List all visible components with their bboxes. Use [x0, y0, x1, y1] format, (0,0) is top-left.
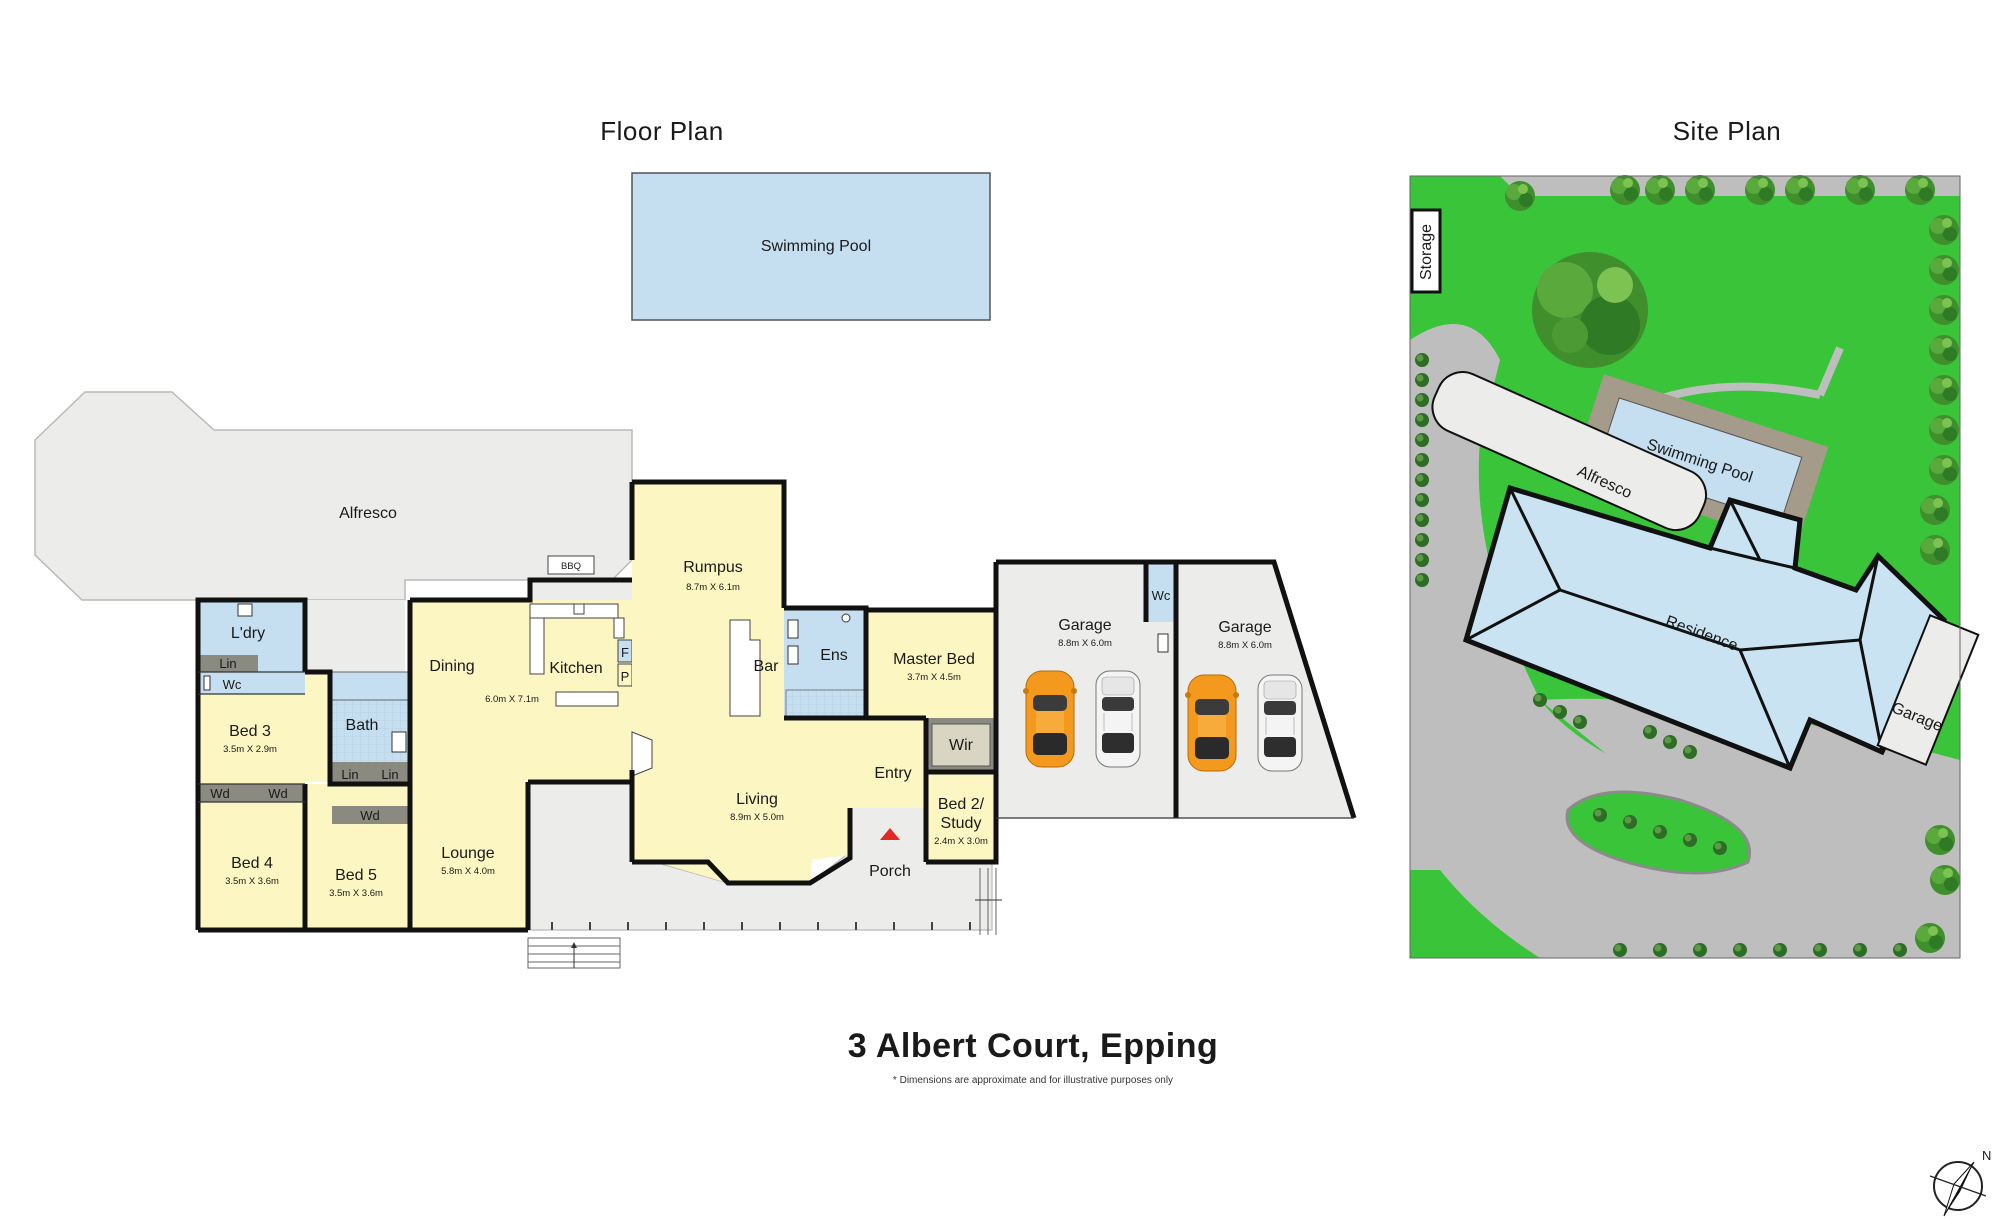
bed-3: Bed 3 3.5m X 2.9m [198, 694, 305, 784]
rumpus-label: Rumpus [683, 559, 743, 576]
walk-in-robe: Wir [926, 718, 996, 772]
car-white-icon-2 [1257, 674, 1303, 772]
site-plan-title: Site Plan [1673, 116, 1782, 146]
master-bed-label: Master Bed [893, 651, 975, 668]
wir-label: Wir [949, 737, 974, 754]
bed5-dims: 3.5m X 3.6m [329, 888, 383, 899]
lounge-dims: 5.8m X 4.0m [441, 866, 495, 877]
fridge-label: F [621, 645, 629, 660]
swimming-pool-label: Swimming Pool [761, 238, 871, 255]
porch-label: Porch [869, 863, 911, 880]
floor-plan-title: Floor Plan [600, 116, 724, 146]
ensuite: Ens [784, 608, 867, 718]
compass-icon: N [1929, 1148, 1991, 1217]
dining-label: Dining [429, 658, 474, 675]
living: Living 8.9m X 5.0m [631, 718, 860, 883]
compass-north-label: N [1982, 1148, 1991, 1163]
laundry-linen-label: Lin [219, 656, 236, 671]
bed2-dims: 2.4m X 3.0m [934, 836, 988, 847]
site-driveway [1410, 324, 1960, 958]
rumpus: Rumpus 8.7m X 6.1m Bar [632, 482, 784, 718]
garage1-dims: 8.8m X 6.0m [1058, 638, 1112, 649]
wardrobe-1-label: Wd [210, 786, 230, 801]
garage2-label: Garage [1218, 619, 1271, 636]
car-orange-icon [1022, 670, 1078, 768]
entry-label: Entry [874, 765, 911, 782]
living-label: Living [736, 791, 778, 808]
bath-linen-1-label: Lin [341, 767, 358, 782]
bed5-label: Bed 5 [335, 867, 377, 884]
porch: Porch [850, 808, 930, 883]
bar-label: Bar [754, 658, 780, 675]
dining-kitchen-lounge: Dining 6.0m X 7.1m Kitchen Lounge 5.8m X… [410, 580, 633, 930]
bed2-label-line1: Bed 2/ [938, 796, 985, 813]
floor-swimming-pool: Swimming Pool [631, 172, 991, 321]
dimensions-disclaimer: * Dimensions are approximate and for ill… [893, 1075, 1173, 1086]
garage-2: Garage 8.8m X 6.0m [1176, 562, 1354, 818]
bed2-label-line2: Study [941, 815, 982, 832]
bath-label: Bath [346, 717, 379, 734]
wc-left-label: Wc [223, 677, 242, 692]
bed3-dims: 3.5m X 2.9m [223, 744, 277, 755]
alfresco-label: Alfresco [339, 505, 397, 522]
garage2-dims: 8.8m X 6.0m [1218, 640, 1272, 651]
floor-walls [195, 479, 1357, 933]
alfresco-area: Alfresco [34, 391, 633, 601]
car-white-icon [1095, 670, 1141, 768]
wc-left: Wc [198, 672, 305, 694]
property-address: 3 Albert Court, Epping [848, 1027, 1219, 1065]
entry: Entry [860, 718, 926, 808]
bed-5: Wd Bed 5 3.5m X 3.6m [305, 784, 410, 930]
bath-linen-2-label: Lin [381, 767, 398, 782]
car-orange-icon-2 [1184, 674, 1240, 772]
ensuite-label: Ens [820, 647, 848, 664]
pantry-label: P [621, 669, 630, 684]
laundry-label: L'dry [231, 625, 265, 642]
lounge-label: Lounge [441, 845, 494, 862]
wardrobe-3-label: Wd [360, 808, 380, 823]
bed4-label: Bed 4 [231, 855, 273, 872]
bbq: BBQ [530, 555, 632, 600]
kitchen-label: Kitchen [549, 660, 602, 677]
bed4-dims: 3.5m X 3.6m [225, 876, 279, 887]
wardrobes-row: Wd Wd [198, 784, 305, 802]
kitchen-dining-dims: 6.0m X 7.1m [485, 694, 539, 705]
site-big-tree [1532, 252, 1648, 368]
bed-4: Bed 4 3.5m X 3.6m [198, 802, 305, 930]
bathroom: Bath Lin Lin [329, 671, 409, 784]
garage1-label: Garage [1058, 617, 1111, 634]
bed3-label: Bed 3 [229, 723, 271, 740]
site-plan: Storage Swimming Pool Alfresco Residence… [1409, 175, 1980, 959]
living-dims: 8.9m X 5.0m [730, 812, 784, 823]
site-residence: Residence [1462, 484, 1948, 772]
garage-wc-label: Wc [1152, 588, 1171, 603]
master-bed-dims: 3.7m X 4.5m [907, 672, 961, 683]
rumpus-dims: 8.7m X 6.1m [686, 582, 740, 593]
master-bed: Master Bed 3.7m X 4.5m [866, 610, 996, 718]
garage-wc: Wc [1146, 562, 1176, 653]
laundry: L'dry Lin [198, 600, 305, 672]
wardrobe-2-label: Wd [268, 786, 288, 801]
site-storage-label: Storage [1418, 224, 1435, 280]
bbq-label: BBQ [561, 561, 581, 572]
bed-2-study: Bed 2/ Study 2.4m X 3.0m [926, 772, 996, 862]
